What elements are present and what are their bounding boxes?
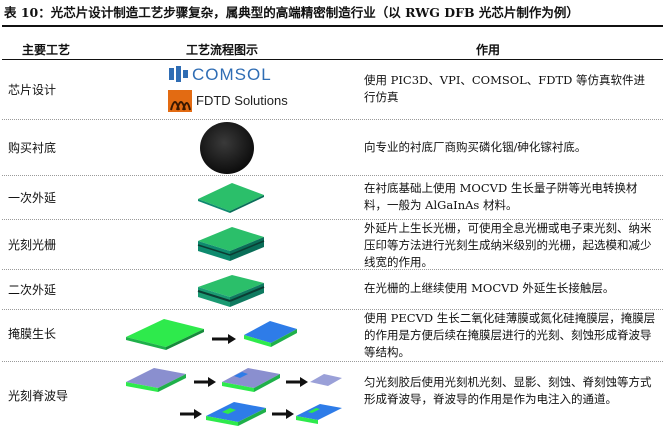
- process-use: 在光栅的上继续使用 MOCVD 外延生长接触层。: [364, 281, 615, 295]
- process-use: 在衬底基础上使用 MOCVD 生长量子阱等光电转换材料，一般为 AlGaInAs…: [364, 181, 638, 212]
- top-rule: [2, 25, 663, 27]
- process-use: 外延片上生长光栅，可使用全息光栅或电子束光刻、纳米压印等方法进行光刻生成纳米级别…: [364, 221, 652, 269]
- process-use: 使用 PECVD 生长二氧化硅薄膜或氮化硅掩膜层，掩膜层的作用是方便后续在掩膜层…: [364, 311, 656, 359]
- contact-layer-figure: [196, 273, 266, 309]
- process-name: 购买衬底: [8, 141, 57, 155]
- epitaxy-layer-figure: [196, 181, 266, 213]
- comsol-logo: COMSOL: [168, 64, 298, 86]
- table-row: 二次外延 在光栅的上继续使用 MOCVD 外延生长接触层。: [2, 270, 663, 310]
- ridge-waveguide-figure: [124, 362, 344, 442]
- substrate-wafer-figure: [199, 121, 255, 175]
- comsol-icon: [169, 66, 188, 82]
- process-name: 光刻光栅: [8, 238, 57, 252]
- fdtd-logo: FDTD Solutions: [168, 90, 308, 112]
- table-row: 光刻脊波导 匀光刻胶后使用光刻机光刻、显影、刻蚀、脊刻蚀等方式形成脊波导，脊波导…: [2, 362, 663, 443]
- mask-growth-figure: [124, 313, 299, 353]
- header-rule: [2, 59, 663, 60]
- process-name: 二次外延: [8, 283, 57, 297]
- header-use: 作用: [476, 43, 501, 57]
- header-flow: 工艺流程图示: [186, 43, 259, 57]
- process-use: 匀光刻胶后使用光刻机光刻、显影、刻蚀、脊刻蚀等方式形成脊波导，脊波导的作用是作为…: [364, 375, 652, 406]
- table-caption: 表 10：光芯片设计制造工艺步骤复杂，属典型的高端精密制造行业（以 RWG DF…: [4, 5, 579, 20]
- process-name: 一次外延: [8, 191, 57, 205]
- table-row: 掩膜生长 使用 PECVD 生长二氧化硅薄膜或氮化硅掩膜层，掩膜层的作用是方便后…: [2, 310, 663, 362]
- process-use: 向专业的衬底厂商购买磷化铟/砷化镓衬底。: [364, 140, 587, 154]
- table-row: 芯片设计 使用 PIC3D、VPI、COMSOL、FDTD 等仿真软件进行仿真: [2, 60, 663, 120]
- header-process: 主要工艺: [22, 43, 71, 57]
- process-name: 光刻脊波导: [8, 389, 69, 403]
- table-row: 购买衬底 向专业的衬底厂商购买磷化铟/砷化镓衬底。: [2, 120, 663, 176]
- watermark: [650, 431, 661, 443]
- fdtd-icon: [168, 90, 192, 112]
- process-use: 使用 PIC3D、VPI、COMSOL、FDTD 等仿真软件进行仿真: [364, 73, 646, 104]
- table-row: 一次外延 在衬底基础上使用 MOCVD 生长量子阱等光电转换材料，一般为 AlG…: [2, 176, 663, 220]
- grating-figure: [196, 225, 266, 263]
- table-row: 光刻光栅 外延片上生长光栅，可使用全息光栅或电子束光刻、纳米压印等方法进行光刻生…: [2, 220, 663, 270]
- process-name: 芯片设计: [8, 83, 57, 97]
- process-name: 掩膜生长: [8, 327, 57, 341]
